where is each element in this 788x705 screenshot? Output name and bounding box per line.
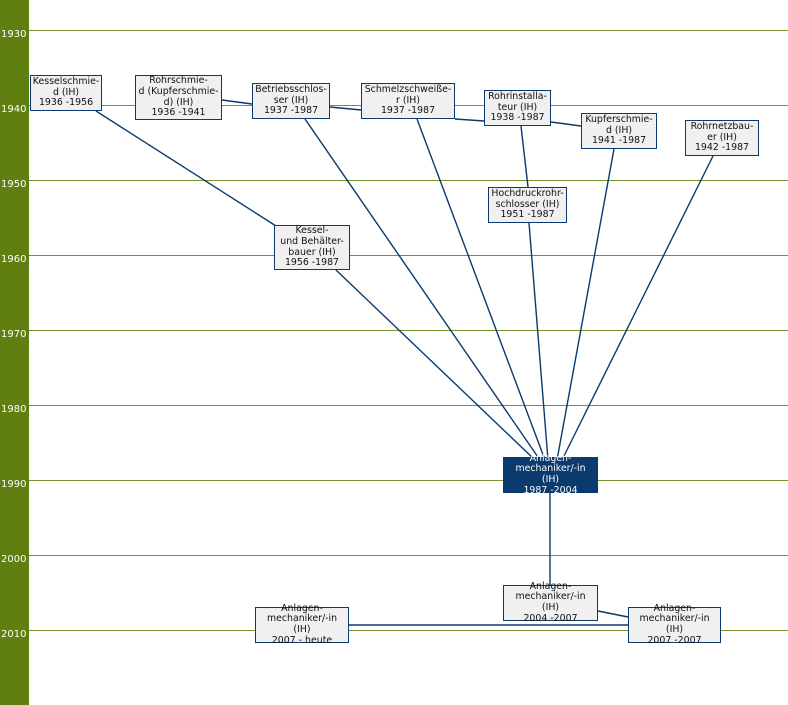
connector-line (597, 610, 629, 618)
node-name: Rohrinstalla- teur (IH) (488, 91, 547, 113)
node-kesselbehaelterbauer[interactable]: Kessel- und Behälter- bauer (IH)1956 -19… (274, 225, 350, 270)
year-label-1990: 1990 (1, 479, 27, 490)
node-name: Kessel- und Behälter- bauer (IH) (280, 225, 344, 258)
node-period: 1941 -1987 (591, 135, 647, 147)
node-hochdruckrohrschlosser[interactable]: Hochdruckrohr- schlosser (IH)1951 -1987 (488, 187, 567, 223)
node-rohrnetzbauer[interactable]: Rohrnetzbau- er (IH)1942 -1987 (685, 120, 759, 156)
node-schmelzschweisser[interactable]: Schmelzschweiße- r (IH)1937 -1987 (361, 83, 455, 119)
node-name: Anlagen- mechaniker/-in (IH) (515, 580, 586, 613)
node-name: Kesselschmie- d (IH) (32, 76, 100, 98)
node-period: 1942 -1987 (694, 142, 750, 154)
year-label-1940: 1940 (1, 104, 27, 115)
node-text: Anlagen- mechaniker/-in (IH)2007 - heute (258, 602, 346, 646)
connector-line (221, 99, 253, 105)
node-rohrinstallateur[interactable]: Rohrinstalla- teur (IH)1938 -1987 (484, 90, 551, 126)
node-text: Hochdruckrohr- schlosser (IH)1951 -1987 (491, 188, 564, 221)
connector-line (528, 222, 549, 461)
node-text: Rohrschmie- d (Kupferschmie- d) (IH)1936… (139, 76, 219, 118)
node-name: Rohrschmie- d (Kupferschmie- d) (IH) (138, 75, 219, 108)
node-period: 2004 -2007 (523, 612, 578, 624)
node-period: 1937 -1987 (380, 105, 436, 117)
node-period: 1938 -1987 (490, 112, 545, 124)
grid-line-1960 (29, 255, 788, 256)
year-label-1930: 1930 (1, 29, 27, 40)
year-label-1970: 1970 (1, 329, 27, 340)
grid-line-1980 (29, 405, 788, 406)
connector-line (561, 155, 714, 461)
node-text: Anlagen- mechaniker/-in (IH)1987 -2004 (506, 452, 595, 496)
node-name: Betriebsschlos- ser (IH) (255, 84, 327, 106)
year-axis-band (0, 0, 29, 705)
node-period: 1936 -1941 (151, 107, 206, 119)
node-anlagenmech2004[interactable]: Anlagen- mechaniker/-in (IH)2004 -2007 (503, 580, 598, 624)
node-period: 2007 -2007 (647, 634, 702, 646)
node-name: Anlagen- mechaniker/-in (IH) (639, 602, 710, 635)
year-label-1980: 1980 (1, 404, 27, 415)
year-label-1950: 1950 (1, 179, 27, 190)
node-text: Kupferschmie- d (IH)1941 -1987 (585, 114, 653, 147)
node-anlagenmech2007a[interactable]: Anlagen- mechaniker/-in (IH)2007 -2007 (628, 602, 721, 646)
node-name: Schmelzschweiße- r (IH) (364, 84, 452, 106)
node-name: Anlagen- mechaniker/-in (IH) (266, 602, 338, 635)
connector-line (550, 121, 582, 127)
grid-line-2000 (29, 555, 788, 556)
node-text: Rohrinstalla- teur (IH)1938 -1987 (488, 91, 547, 124)
node-name: Hochdruckrohr- schlosser (IH) (491, 188, 564, 210)
node-text: Kesselschmie- d (IH)1936 -1956 (32, 76, 100, 109)
node-name: Anlagen- mechaniker/-in (IH) (515, 452, 586, 485)
connector-line (556, 148, 615, 461)
node-text: Betriebsschlos- ser (IH)1937 -1987 (255, 84, 327, 117)
connector-line (95, 110, 277, 227)
connector-line (520, 125, 529, 188)
grid-line-1970 (29, 330, 788, 331)
connector-line (329, 106, 362, 111)
connector-line (416, 118, 546, 461)
node-period: 1936 -1956 (38, 97, 94, 109)
grid-line-2010 (29, 630, 788, 631)
node-kupferschmied[interactable]: Kupferschmie- d (IH)1941 -1987 (581, 113, 657, 149)
node-anlagenmech1987[interactable]: Anlagen- mechaniker/-in (IH)1987 -2004 (503, 452, 598, 496)
node-anlagenmech2007b[interactable]: Anlagen- mechaniker/-in (IH)2007 - heute (255, 602, 349, 646)
connector-line (454, 118, 485, 122)
node-period: 1987 -2004 (523, 484, 578, 496)
grid-line-1930 (29, 30, 788, 31)
node-period: 1956 -1987 (284, 257, 340, 269)
node-text: Kessel- und Behälter- bauer (IH)1956 -19… (280, 226, 343, 268)
grid-line-1990 (29, 480, 788, 481)
year-label-1960: 1960 (1, 254, 27, 265)
node-period: 1951 -1987 (500, 209, 555, 221)
node-period: 1937 -1987 (263, 105, 319, 117)
node-name: Rohrnetzbau- er (IH) (690, 121, 754, 143)
connector-line (335, 269, 536, 461)
node-betriebsschlosser[interactable]: Betriebsschlos- ser (IH)1937 -1987 (252, 83, 330, 119)
connector-line (304, 118, 541, 461)
grid-line-1950 (29, 180, 788, 181)
node-period: 2007 - heute (271, 634, 333, 646)
node-text: Schmelzschweiße- r (IH)1937 -1987 (364, 84, 452, 117)
node-rohrschmied[interactable]: Rohrschmie- d (Kupferschmie- d) (IH)1936… (135, 75, 222, 120)
node-text: Anlagen- mechaniker/-in (IH)2004 -2007 (506, 580, 595, 624)
year-label-2010: 2010 (1, 629, 27, 640)
node-name: Kupferschmie- d (IH) (585, 114, 653, 136)
node-text: Anlagen- mechaniker/-in (IH)2007 -2007 (631, 602, 718, 646)
node-kesselschmied[interactable]: Kesselschmie- d (IH)1936 -1956 (30, 75, 102, 111)
year-label-2000: 2000 (1, 554, 27, 565)
node-text: Rohrnetzbau- er (IH)1942 -1987 (690, 121, 754, 154)
